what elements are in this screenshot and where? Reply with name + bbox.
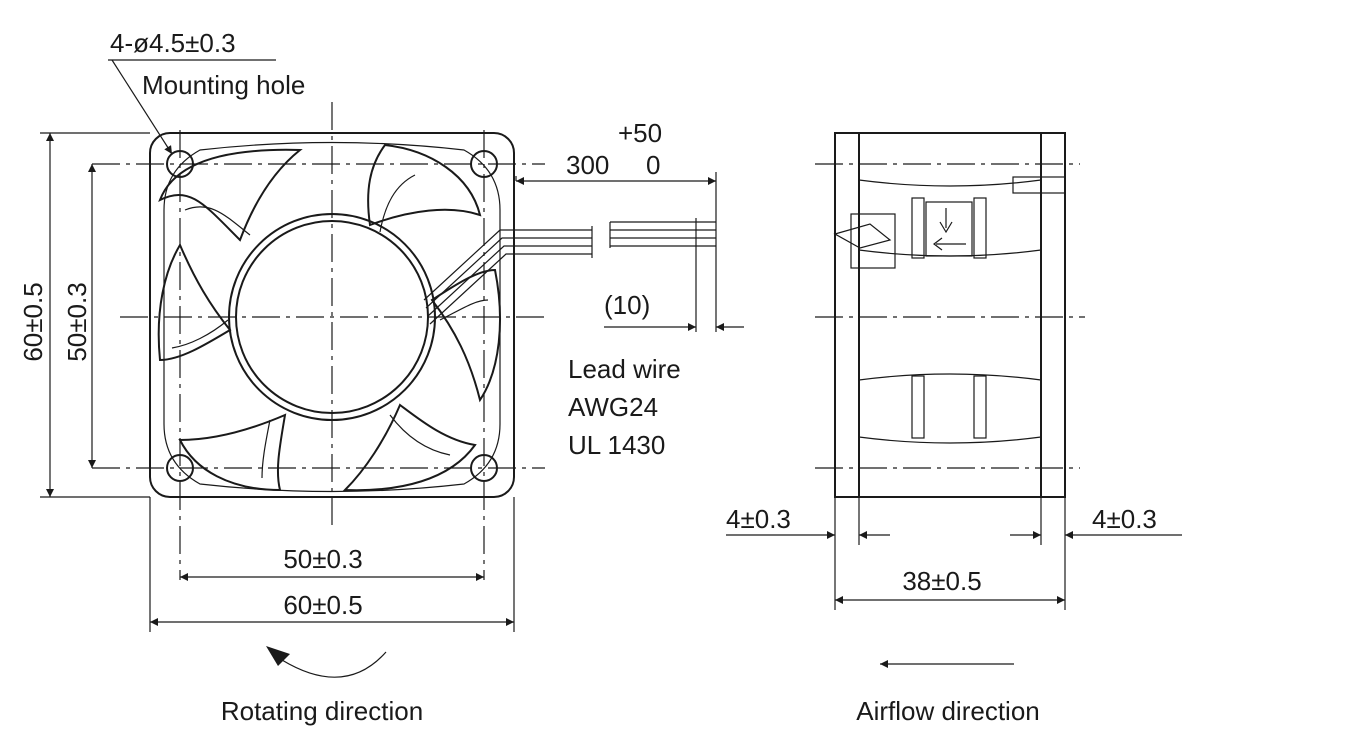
lead-wire-label: Lead wire [568,354,681,384]
mounting-hole-top-right [470,150,498,178]
fan-hub-inner [235,220,429,414]
side-upper-strut [858,179,1042,257]
front-view: +50 300 0 (10) Lead wire AWG24 UL 1430 4… [18,28,744,726]
height-outer-label: 60±0.5 [18,282,48,361]
side-view: 4±0.3 4±0.3 38±0.5 Airflow direction [726,132,1182,726]
side-label-plate [925,201,973,257]
side-lower-strut [858,373,1042,444]
venturi-outline [163,141,501,493]
fan-blades [157,143,501,492]
lead-length-tolerance-upper: +50 [618,118,662,148]
width-outer-label: 60±0.5 [283,590,362,620]
strip-length-label: (10) [604,290,650,320]
rotating-direction-arrow-icon [281,651,387,678]
mounting-hole-bottom-right [470,454,498,482]
lead-wires [423,172,717,332]
flange-left-label: 4±0.3 [726,504,791,534]
fan-frame-outline [149,132,515,498]
flange-right-label: 4±0.3 [1092,504,1157,534]
lead-length-tolerance-lower: 0 [646,150,660,180]
side-top-tab [1012,176,1066,194]
side-frame-outline [834,132,1066,498]
lead-exit-block [850,213,896,269]
mounting-hole-top-left [166,150,194,178]
mounting-hole-label: Mounting hole [142,70,305,100]
height-hole-pitch-label: 50±0.3 [62,282,92,361]
depth-label: 38±0.5 [902,566,981,596]
rotation-mark-icon [933,237,966,251]
mounting-hole-spec: 4-ø4.5±0.3 [110,28,236,58]
mounting-hole-leader [111,59,173,155]
mounting-hole-bottom-left [166,454,194,482]
lead-wire-standard: UL 1430 [568,430,665,460]
mounting-holes [166,150,498,482]
fan-hub-outer [228,213,436,421]
width-hole-pitch-label: 50±0.3 [283,544,362,574]
rotating-direction-arrowhead-icon [266,646,290,666]
rotating-direction-label: Rotating direction [221,696,423,726]
airflow-direction-label: Airflow direction [856,696,1040,726]
airflow-mark-icon [939,208,953,234]
lead-wire-gauge: AWG24 [568,392,658,422]
lead-length-nominal: 300 [566,150,609,180]
